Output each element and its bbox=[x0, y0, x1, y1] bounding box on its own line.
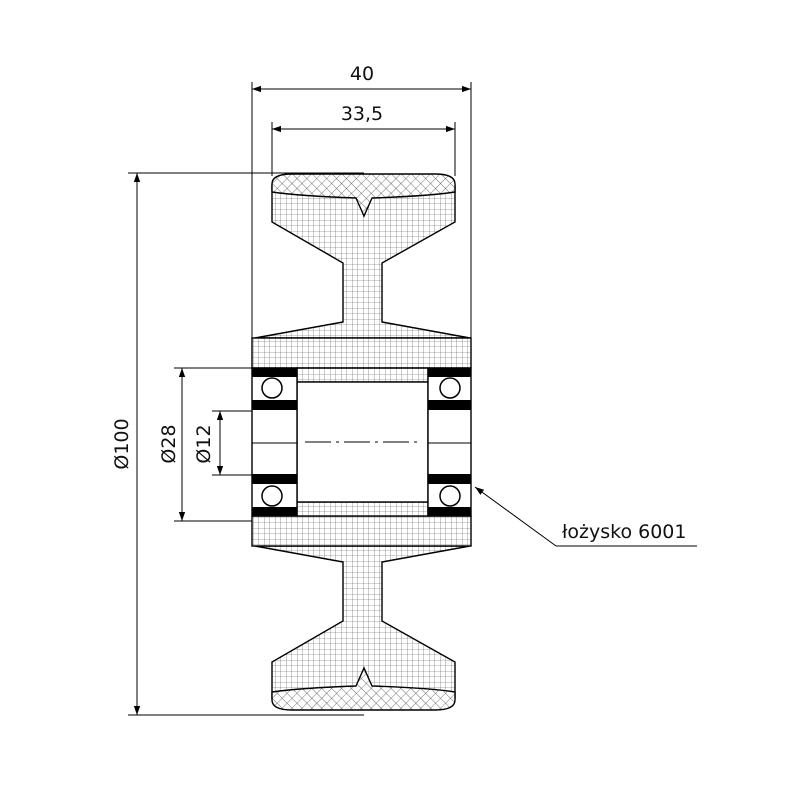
dim-tread-width-label: 33,5 bbox=[341, 103, 383, 125]
bearing-ball-icon bbox=[261, 377, 283, 399]
lower-tyre-crown bbox=[271, 666, 456, 711]
dim-overall-width: 40 bbox=[251, 63, 472, 338]
bearings bbox=[251, 367, 472, 517]
bearing-callout-label: łożysko 6001 bbox=[562, 521, 686, 543]
dim-outer-diameter: Ø100 bbox=[111, 172, 364, 716]
bearing-left bbox=[251, 367, 298, 517]
bearing-ball-icon bbox=[261, 485, 283, 507]
dim-bore-diameter-label: Ø12 bbox=[193, 424, 215, 463]
bearing-ball-icon bbox=[439, 377, 461, 399]
dim-bearing-diameter: Ø28 bbox=[158, 367, 252, 522]
hub-lower-block bbox=[251, 515, 472, 547]
dim-overall-width-label: 40 bbox=[350, 63, 374, 85]
wheel-section bbox=[251, 173, 472, 711]
dim-bore-diameter: Ø12 bbox=[193, 410, 252, 476]
bearing-right bbox=[427, 367, 472, 517]
dim-outer-diameter-label: Ø100 bbox=[111, 418, 133, 469]
bearing-ball-icon bbox=[439, 485, 461, 507]
dim-bearing-diameter-label: Ø28 bbox=[158, 424, 180, 463]
dim-tread-width: 33,5 bbox=[271, 103, 456, 176]
hub-upper-block bbox=[251, 337, 472, 369]
bearing-callout: łożysko 6001 bbox=[474, 486, 697, 547]
upper-tyre-crown bbox=[271, 173, 456, 218]
hub-web-lower bbox=[296, 501, 429, 517]
hub-web-upper bbox=[296, 367, 429, 383]
